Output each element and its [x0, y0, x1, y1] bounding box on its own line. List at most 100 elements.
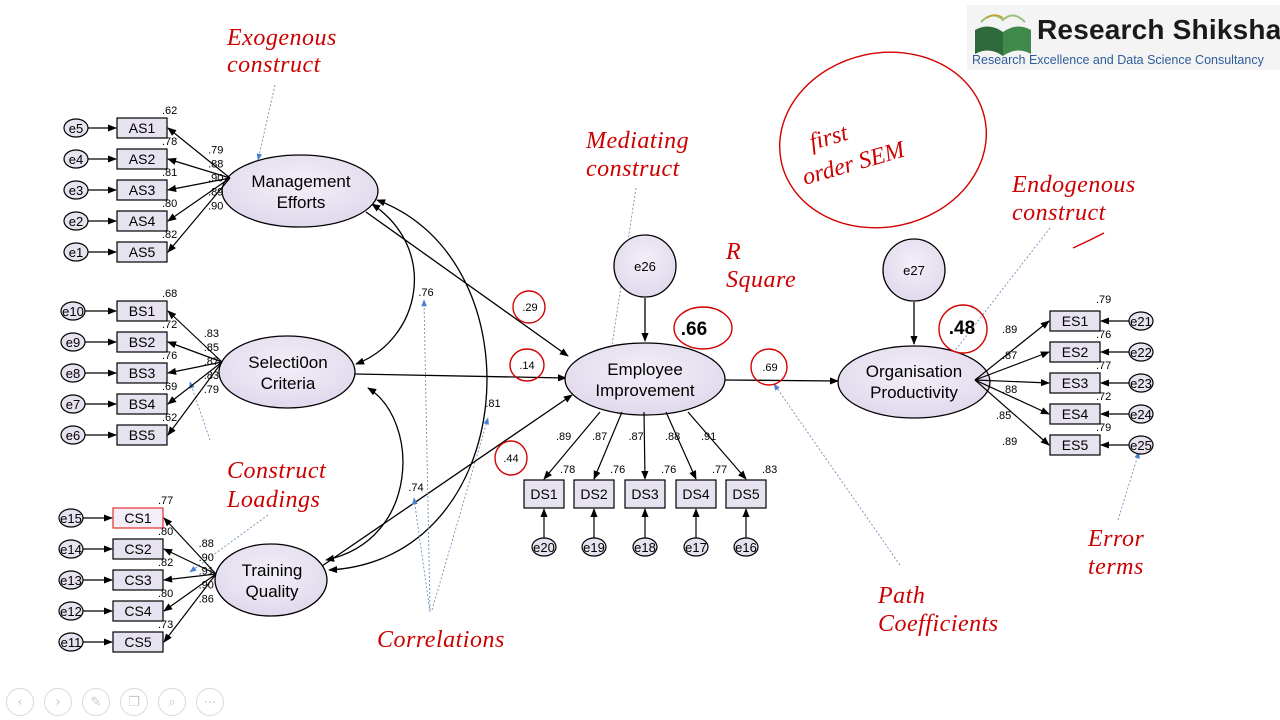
copy-button[interactable]: ❐ — [120, 688, 148, 716]
leader-loadings — [189, 514, 269, 573]
latent-label-line1: Employee — [607, 360, 683, 379]
loading-value: .91 — [199, 566, 214, 578]
indicator-label: ES2 — [1062, 344, 1089, 360]
loading-arrow — [167, 361, 223, 375]
prev-button[interactable]: ‹ — [6, 688, 34, 716]
error-label: e12 — [60, 604, 82, 619]
indicator-box — [624, 479, 666, 509]
annotation-path-coefficients: Path Coefficients — [877, 583, 998, 637]
loading-arrow — [543, 411, 601, 480]
error-label: e17 — [685, 540, 707, 555]
loading-arrow — [974, 379, 1050, 446]
indicator-box — [112, 538, 164, 560]
error-label: e10 — [62, 304, 84, 319]
svg-text:terms: terms — [1088, 554, 1144, 580]
indicator-label: DS2 — [580, 486, 607, 502]
loading-arrow — [974, 379, 1050, 415]
r-square-employee-improvement: .66 — [681, 319, 707, 340]
svg-text:first: first — [806, 120, 852, 156]
disturbance-label: e26 — [634, 259, 656, 274]
annotation-endogenous: Endogenous construct — [1011, 172, 1136, 226]
indicator-label: AS5 — [129, 244, 156, 260]
svg-text:construct: construct — [227, 52, 322, 78]
r2-value: .77 — [712, 464, 727, 476]
more-button[interactable]: ⋯ — [196, 688, 224, 716]
indicator-label: BS1 — [129, 303, 156, 319]
r2-value: .62 — [162, 412, 177, 424]
error-label: e15 — [60, 511, 82, 526]
indicator-label: AS1 — [129, 120, 156, 136]
error-label: e9 — [66, 335, 80, 350]
loading-value: .87 — [1002, 350, 1017, 362]
r2-value: .62 — [162, 105, 177, 117]
svg-text:Construct: Construct — [227, 458, 327, 484]
next-button[interactable]: › — [44, 688, 72, 716]
r2-value: .80 — [162, 198, 177, 210]
loading-value: .85 — [204, 342, 219, 354]
path-coef-sc-ei: .14 — [519, 360, 534, 372]
book-logo-icon — [975, 14, 1031, 56]
error-label: e18 — [634, 540, 656, 555]
indicator-box — [116, 300, 168, 322]
disturbance-e26: e26 — [613, 234, 677, 298]
r2-value: .78 — [162, 136, 177, 148]
svg-text:Endogenous: Endogenous — [1011, 172, 1136, 198]
r2-value: .78 — [560, 464, 575, 476]
indicator-box — [523, 479, 565, 509]
loading-value: .89 — [1002, 324, 1017, 336]
latent-label-line2: Criteria — [261, 374, 316, 393]
error-label: e21 — [1130, 314, 1152, 329]
indicator-label: DS1 — [530, 486, 557, 502]
r2-value: .79 — [1096, 422, 1111, 434]
error-label: e3 — [69, 183, 83, 198]
r2-value: .79 — [1096, 294, 1111, 306]
latent-label-line1: Training — [242, 561, 303, 580]
path-coef-ei-op: .69 — [762, 362, 777, 374]
svg-text:R: R — [725, 239, 741, 265]
indicator-label: CS2 — [124, 541, 151, 557]
indicator-label: CS3 — [124, 572, 151, 588]
pen-button[interactable]: ✎ — [82, 688, 110, 716]
indicator-box — [116, 117, 168, 139]
red-highlight-circles — [494, 51, 1105, 476]
loading-value: .86 — [199, 594, 214, 606]
svg-text:Exogenous: Exogenous — [226, 25, 337, 51]
zoom-button[interactable]: ⌕ — [158, 688, 186, 716]
leader-corr-1 — [421, 299, 431, 611]
indicator-box — [675, 479, 717, 509]
latent-label-line2: Quality — [246, 582, 299, 601]
loading-arrow — [974, 351, 1050, 381]
annotation-exogenous: Exogenous construct — [226, 25, 337, 78]
indicator-label: ES3 — [1062, 375, 1089, 391]
loading-arrow — [167, 361, 223, 436]
logo-title: Research Shiksha — [1037, 14, 1280, 45]
latent-management-efforts: Management Efforts — [221, 154, 379, 228]
loading-arrow — [167, 177, 231, 192]
path-coef-me-ei: .29 — [522, 302, 537, 314]
indicator-box — [116, 179, 168, 201]
error-label: e16 — [735, 540, 757, 555]
loading-value: .88 — [665, 431, 680, 443]
logo-subtitle: Research Excellence and Data Science Con… — [972, 53, 1264, 67]
loading-value: .88 — [208, 158, 223, 170]
indicator-label: DS5 — [732, 486, 759, 502]
svg-text:construct: construct — [1012, 200, 1107, 226]
indicator-box — [112, 569, 164, 591]
indicator-box — [116, 148, 168, 170]
error-label: e1 — [69, 245, 83, 260]
loading-value: .90 — [208, 172, 223, 184]
r2-value: .81 — [162, 167, 177, 179]
error-label: e11 — [61, 635, 82, 650]
